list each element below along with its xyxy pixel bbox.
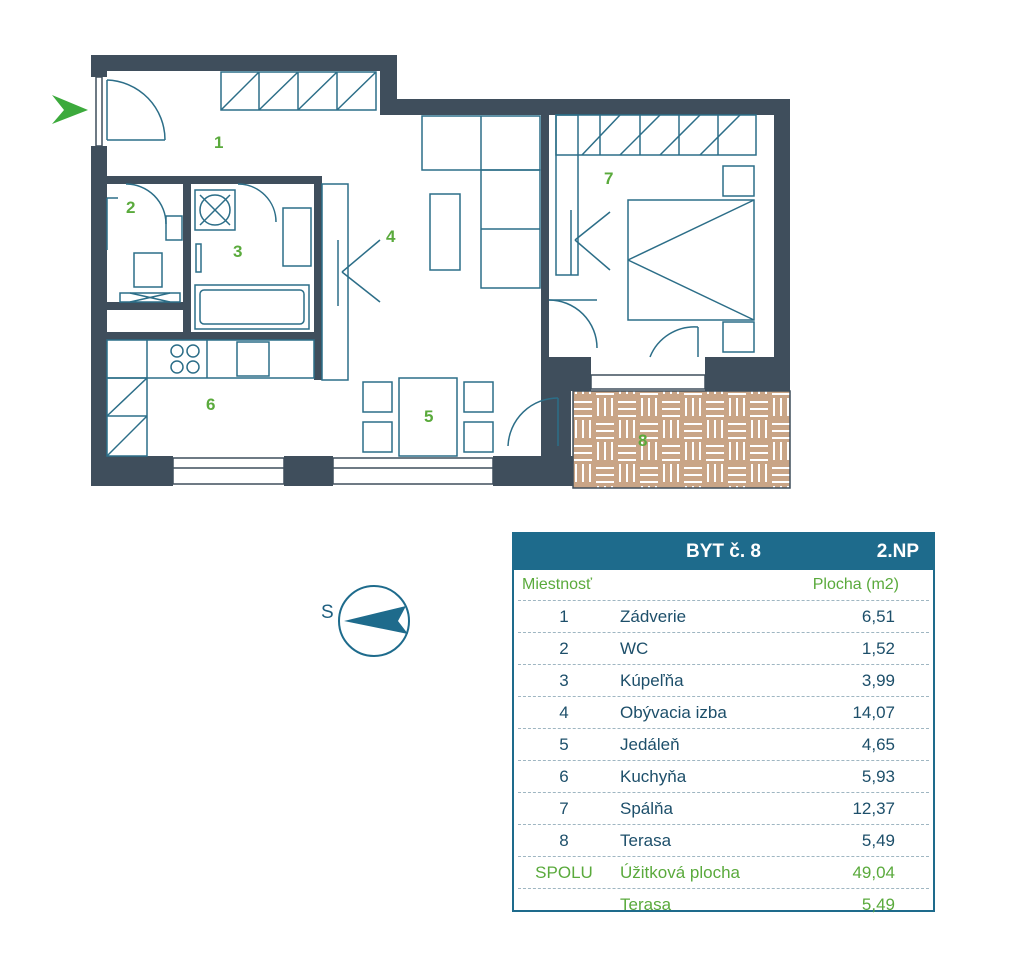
- room-label: 7: [604, 169, 613, 188]
- row-room-name: Kúpeľňa: [620, 671, 684, 690]
- room-label: 8: [638, 431, 647, 450]
- terrace-name: Terasa: [620, 895, 672, 914]
- row-room-name: Obývacia izba: [620, 703, 727, 722]
- room-label: 3: [233, 242, 242, 261]
- room-label: 5: [424, 407, 433, 426]
- table-row: 4 Obývacia izba 14,07: [518, 697, 929, 729]
- row-room-name: Spálňa: [620, 799, 673, 818]
- row-room-name: Jedáleň: [620, 735, 680, 754]
- row-area: 14,07: [852, 703, 895, 722]
- row-area: 4,65: [861, 735, 895, 754]
- apartment-title: BYT č. 8: [686, 541, 761, 562]
- total-area: 49,04: [852, 863, 895, 882]
- column-area: Plocha (m2): [812, 576, 899, 593]
- row-number: 4: [559, 703, 569, 722]
- room-label: 6: [206, 395, 215, 414]
- row-room-name: Kuchyňa: [620, 767, 687, 786]
- compass-label: S: [321, 602, 334, 623]
- row-area: 5,49: [861, 831, 895, 850]
- terrace-area: 5,49: [861, 895, 895, 914]
- floor-plan: 1 2 3 4 5 6 7 8: [52, 55, 791, 489]
- row-room-name: Zádverie: [620, 607, 687, 626]
- row-area: 1,52: [861, 639, 895, 658]
- row-number: 3: [559, 671, 569, 690]
- table-row: 5 Jedáleň 4,65: [518, 729, 929, 761]
- table-row: 2 WC 1,52: [518, 633, 929, 665]
- room-label: 4: [386, 227, 396, 246]
- row-number: 8: [559, 831, 569, 850]
- table-row: 7 Spálňa 12,37: [518, 793, 929, 825]
- table-column-headers: Miestnosť Plocha (m2): [518, 570, 929, 601]
- table-row: 3 Kúpeľňa 3,99: [518, 665, 929, 697]
- row-area: 5,93: [861, 767, 895, 786]
- table-terrace-row: Terasa 5,49: [518, 889, 929, 920]
- row-number: 5: [559, 735, 569, 754]
- fixtures: [106, 71, 757, 457]
- terrace-floor: [572, 390, 791, 489]
- floor-label: 2.NP: [876, 541, 919, 562]
- row-number: 2: [559, 639, 569, 658]
- total-name: Úžitková plocha: [620, 863, 741, 882]
- row-number: 1: [559, 607, 569, 626]
- column-room: Miestnosť: [522, 576, 593, 593]
- row-area: 6,51: [861, 607, 895, 626]
- entrance-arrow-icon: [52, 95, 88, 124]
- table-row: 1 Zádverie 6,51: [518, 601, 929, 633]
- total-label: SPOLU: [535, 863, 593, 882]
- row-room-name: Terasa: [620, 831, 672, 850]
- walls: [91, 55, 790, 486]
- table-header: BYT č. 8 2.NP: [514, 534, 933, 570]
- room-label: 1: [214, 133, 223, 152]
- compass-icon: [338, 585, 410, 657]
- area-table: BYT č. 8 2.NP Miestnosť Plocha (m2) 1 Zá…: [512, 532, 935, 914]
- row-number: 7: [559, 799, 569, 818]
- table-row: 6 Kuchyňa 5,93: [518, 761, 929, 793]
- windows: [95, 76, 706, 485]
- table-row: 8 Terasa 5,49: [518, 825, 929, 857]
- row-area: 12,37: [852, 799, 895, 818]
- row-area: 3,99: [861, 671, 895, 690]
- row-room-name: WC: [620, 639, 649, 658]
- room-label: 2: [126, 198, 135, 217]
- row-number: 6: [559, 767, 569, 786]
- table-total-row: SPOLU Úžitková plocha 49,04: [518, 857, 929, 889]
- room-labels: 1 2 3 4 5 6 7 8: [126, 133, 647, 450]
